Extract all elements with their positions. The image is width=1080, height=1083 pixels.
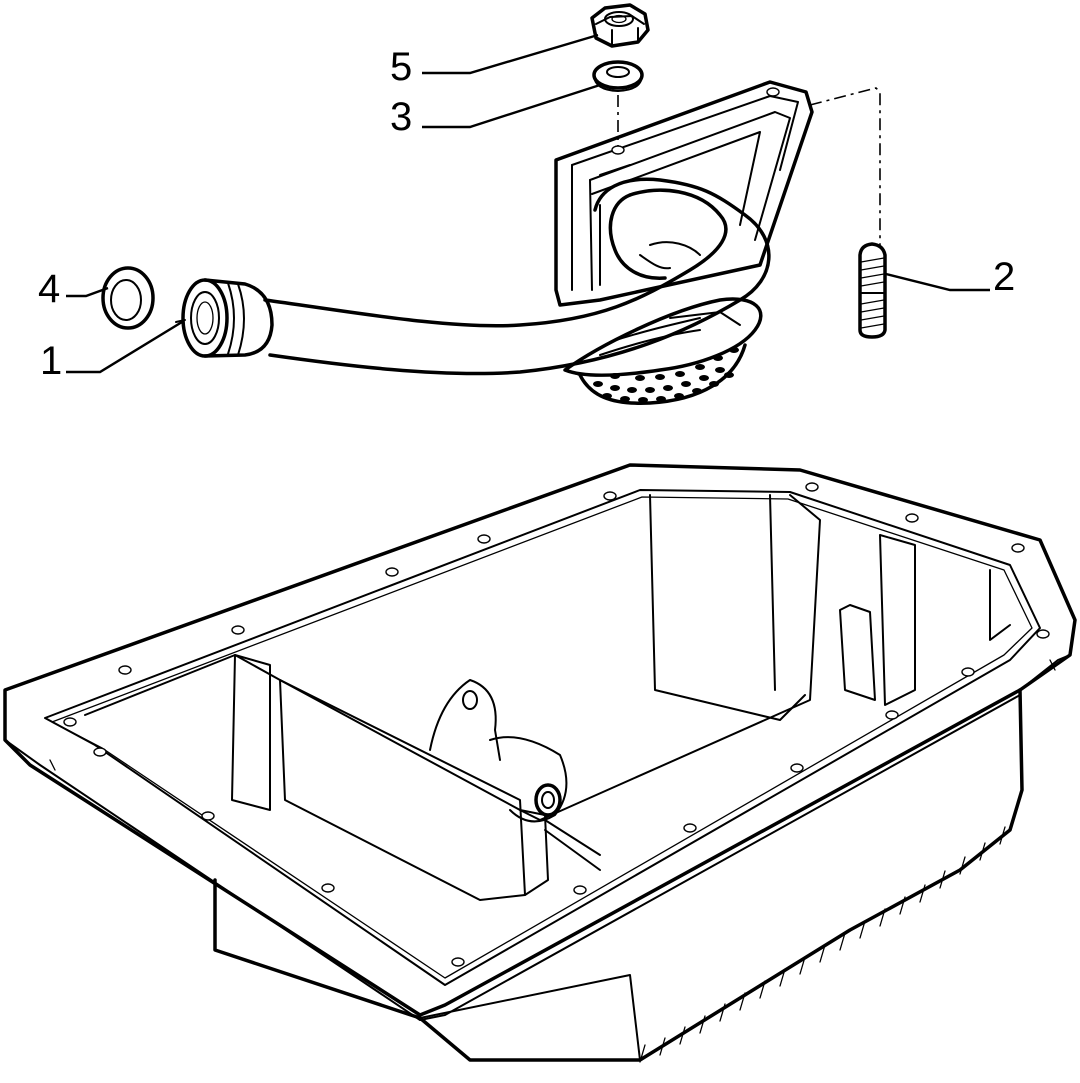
- leader-1: [66, 320, 183, 374]
- callout-4: 4: [38, 267, 60, 311]
- leader-lines: [66, 33, 990, 374]
- callout-2: 2: [993, 255, 1015, 299]
- oil-pan: [3, 463, 1077, 1063]
- leader-2: [885, 272, 990, 292]
- stud-part-2: [858, 242, 887, 339]
- callout-3: 3: [390, 95, 412, 139]
- leader-5: [422, 33, 599, 75]
- leader-3: [422, 83, 601, 129]
- washer-part-3: [592, 60, 644, 92]
- strainer-holes: [593, 347, 739, 403]
- flange-bolt-holes: [63, 482, 1050, 967]
- nut-part-5: [590, 3, 650, 48]
- callout-5: 5: [390, 45, 412, 89]
- centre-line: [617, 87, 881, 245]
- o-ring-part-4: [101, 266, 155, 330]
- oil-pickup-pipe-part-1: [175, 80, 814, 405]
- leader-4: [66, 286, 109, 298]
- cooling-fins: [639, 826, 1006, 1063]
- callout-1: 1: [40, 339, 62, 383]
